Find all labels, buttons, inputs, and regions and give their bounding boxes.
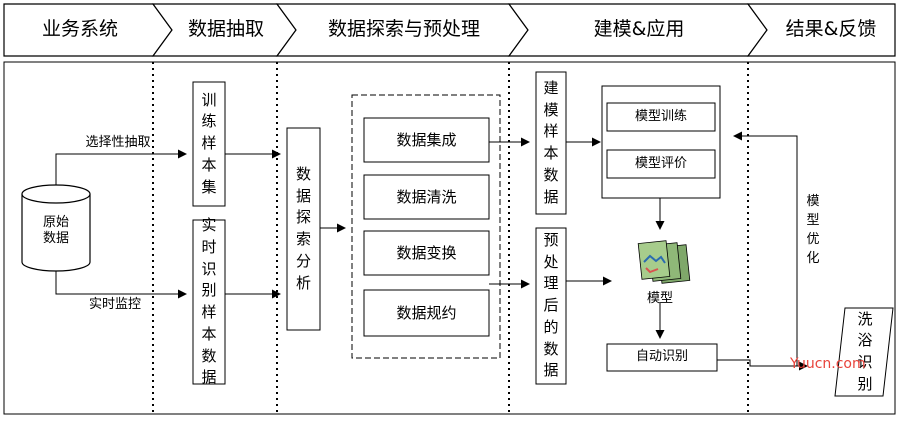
model-docs-icon — [637, 240, 691, 284]
realtime-monitor-label: 实时监控 — [88, 296, 141, 312]
analysis-label: 数据探索分析 — [295, 164, 311, 292]
auto-identify-label: 自动识别 — [635, 349, 688, 365]
preprocessed-label: 预处理后的数据 — [543, 230, 559, 380]
cleaning-box — [363, 174, 490, 220]
stage-label-extraction: 数据抽取 — [187, 18, 264, 41]
result-parallelogram — [834, 307, 894, 397]
stage-label-modeling: 建模&应用 — [593, 18, 685, 41]
optimize-label: 模型优化 — [801, 186, 825, 276]
preprocessed-box — [535, 227, 567, 385]
stage-label-feedback: 结果&反馈 — [785, 18, 877, 41]
stage-label-business: 业务系统 — [41, 18, 118, 41]
body-frame — [3, 61, 896, 415]
lane-separators — [152, 62, 749, 414]
training-sample-label: 训练样本集 — [201, 90, 217, 196]
reduction-box — [363, 289, 490, 337]
realtime-sample-label: 实时识别样本数据 — [201, 216, 217, 387]
realtime-sample-box — [192, 219, 226, 385]
evaluate-label: 模型评价 — [634, 155, 687, 171]
train-box — [606, 102, 716, 132]
integration-box — [363, 117, 490, 163]
transform-box — [363, 230, 490, 276]
integration-label: 数据集成 — [396, 130, 457, 149]
identify-box — [606, 343, 718, 372]
cleaning-label: 数据清洗 — [396, 187, 457, 206]
header-band — [3, 3, 896, 57]
train-label: 模型训练 — [634, 108, 687, 124]
watermark: Yuucn.com — [790, 356, 866, 372]
model-label: 模型 — [646, 290, 673, 306]
result-label: 洗浴识别 — [857, 309, 873, 393]
reduction-label: 数据规约 — [396, 303, 457, 322]
evaluate-box — [606, 149, 716, 179]
stage-label-exploration: 数据探索与预处理 — [327, 18, 480, 41]
connectors — [55, 131, 808, 371]
training-sample-box — [192, 81, 226, 207]
analysis-box — [286, 127, 321, 331]
transform-label: 数据变换 — [396, 243, 457, 262]
source-data-label: 原始 数据 — [42, 214, 69, 246]
selective-extract-label: 选择性抽取 — [85, 134, 151, 150]
modeling-sample-label: 建模样本数据 — [543, 78, 559, 206]
modeling-sample-box — [535, 71, 567, 215]
